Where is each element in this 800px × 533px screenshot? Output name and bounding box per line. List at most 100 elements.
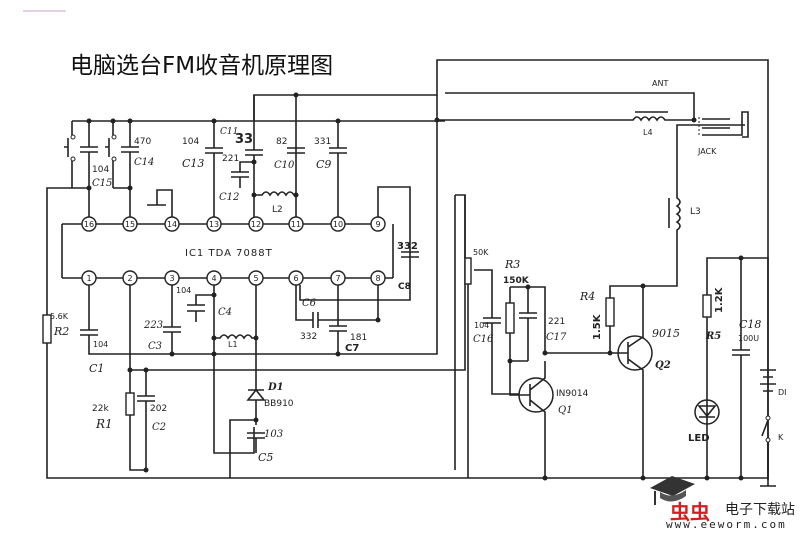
pin-label: 6 [293, 274, 298, 283]
r1-ref: R1 [95, 417, 113, 431]
audio-amplifier [434, 92, 776, 487]
l3-ref: L3 [690, 207, 701, 217]
q1-value: IN9014 [556, 389, 589, 399]
c5-value: 103 [264, 429, 283, 440]
led-label: LED [688, 433, 710, 444]
c6-ref: C6 [302, 298, 317, 309]
c13-value: 104 [182, 137, 199, 147]
c3-value: 223 [143, 320, 163, 331]
c17-ref: C17 [546, 332, 567, 343]
c1-ref: C1 [89, 362, 104, 375]
q2-ref: Q2 [655, 360, 671, 371]
r3-value: 150K [503, 276, 530, 286]
pin-label: 2 [127, 274, 132, 283]
c15-ref: C15 [92, 178, 112, 189]
c13-ref: C13 [182, 157, 204, 170]
c8-value: 332 [397, 241, 418, 252]
r1-resistor [125, 392, 135, 416]
r4-resistor [605, 297, 615, 327]
pin-label: 9 [375, 220, 380, 229]
r5-value: 1.2K [714, 286, 725, 313]
bottom-labels: 5.6K R2 104 C1 223 C3 104 C4 L1 C6 332 1… [50, 286, 367, 464]
watermark-text: 电子下载站 [725, 502, 795, 518]
watermark-brand: 虫虫 [670, 500, 710, 524]
ic-top-pins: 16 15 14 13 12 11 10 9 [81, 216, 386, 232]
r2-ref: R2 [53, 325, 69, 338]
ic-label: IC1 TDA 7088T [185, 248, 273, 259]
c18-value: 100U [738, 334, 759, 343]
r5-ref: R5 [705, 331, 721, 342]
pin-label: 5 [253, 274, 258, 283]
c7-value: 181 [350, 333, 367, 343]
diagram-title: 电脑选台FM收音机原理图 [70, 53, 334, 79]
pin-label: 3 [169, 274, 174, 283]
ic-pin-12 [248, 216, 264, 232]
c12-ref: C12 [219, 192, 239, 203]
c6-value: 332 [300, 332, 317, 342]
r5-resistor [702, 294, 712, 318]
c5-ref: C5 [258, 451, 273, 464]
c15-value: 104 [92, 165, 109, 175]
top-labels: 104 C15 470 C14 104 C13 C11 33 221 C12 L… [92, 127, 418, 292]
c12-value: 221 [222, 154, 239, 164]
pin-label: 12 [251, 220, 261, 229]
c3-ref: C3 [148, 341, 162, 352]
pin-label: 1 [86, 274, 91, 283]
ic-tda7088t: IC1 TDA 7088T [61, 223, 394, 279]
pin-label: 10 [333, 220, 343, 229]
r3-resistor [505, 302, 515, 334]
battery-label: DI [778, 388, 787, 397]
r3-ref: R3 [504, 258, 520, 271]
c11-value: 33 [235, 132, 253, 147]
graduation-cap-icon [650, 476, 695, 505]
watermark-url: www.eeworm.com [666, 518, 787, 531]
c14-value: 470 [134, 137, 151, 147]
d1-value: BB910 [264, 399, 294, 409]
pin-label: 11 [291, 220, 301, 229]
l4-ref: L4 [643, 128, 653, 137]
pin-label: 13 [209, 220, 219, 229]
r2-value: 5.6K [50, 312, 69, 321]
q2-value: 9015 [652, 327, 680, 340]
pot-value: 50K [473, 248, 489, 257]
volume-pot [464, 257, 472, 285]
pin-label: 14 [167, 220, 177, 229]
right-labels: 50K R3 150K 104 C16 221 C17 IN9014 Q1 R4… [473, 79, 787, 444]
l1-ref: L1 [228, 340, 238, 349]
pin-label: 8 [375, 274, 380, 283]
bottom-wiring [42, 95, 500, 479]
c8-ref: C8 [398, 282, 411, 292]
c4-value: 104 [176, 286, 191, 295]
ant-label: ANT [652, 79, 668, 88]
r1-value: 22k [92, 404, 109, 414]
switch-label: K [778, 433, 784, 442]
c10-value: 82 [276, 137, 287, 147]
c18-ref: C18 [739, 318, 761, 331]
q1-ref: Q1 [558, 405, 573, 416]
pin-label: 4 [211, 274, 216, 283]
c16-value: 104 [474, 321, 489, 330]
push-switch-1 [64, 138, 69, 157]
push-switch-2 [105, 138, 110, 157]
c9-value: 331 [314, 137, 331, 147]
pin-label: 16 [84, 220, 94, 229]
d1-ref: D1 [267, 382, 284, 393]
c11-ref: C11 [220, 127, 238, 137]
pin-label: 15 [125, 220, 135, 229]
c14-ref: C14 [134, 157, 154, 168]
top-wiring [46, 59, 769, 480]
r4-value: 1.5K [592, 313, 603, 340]
c7-ref: C7 [345, 343, 359, 354]
pin-label: 7 [335, 274, 340, 283]
c16-ref: C16 [473, 334, 494, 345]
l2-ref: L2 [272, 205, 283, 215]
r4-ref: R4 [579, 290, 595, 303]
c9-ref: C9 [316, 158, 331, 171]
c2-ref: C2 [152, 422, 166, 433]
c10-ref: C10 [274, 160, 295, 171]
c2-value: 202 [150, 404, 167, 414]
jack-label: JACK [697, 147, 717, 156]
c4-ref: C4 [218, 307, 232, 318]
c17-value: 221 [548, 317, 565, 327]
